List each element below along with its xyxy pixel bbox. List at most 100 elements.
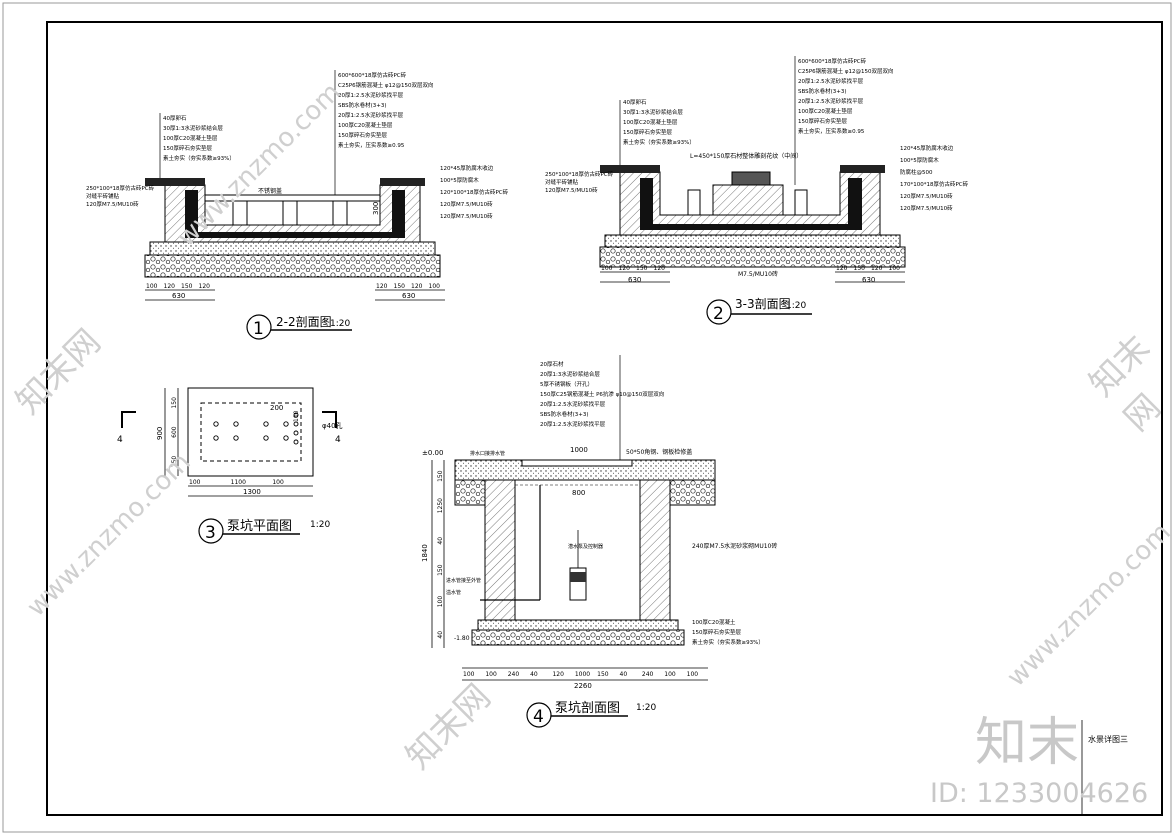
pump-icon	[569, 530, 587, 601]
section-title: 泵坑剖面图	[555, 701, 620, 716]
drain-hole	[233, 421, 239, 427]
drain-hole	[283, 421, 289, 427]
pipe-label: 溢水管	[446, 589, 461, 596]
dim-100: 100	[293, 410, 300, 422]
pump-label: 潜水泵及控制器	[568, 543, 603, 550]
dim-label: 100	[687, 671, 699, 678]
left-wall	[484, 479, 516, 621]
section-scale: 1:20	[330, 319, 350, 329]
side-right-note: 防腐柱@500	[900, 168, 933, 176]
dim-label: 150	[437, 564, 444, 576]
dim-label: 120	[871, 265, 883, 272]
side-left-note: 250*100*18厚仿古砖PC砖	[86, 184, 155, 192]
dim-label: 240	[642, 671, 654, 678]
pit-gravel	[471, 629, 685, 646]
bottom-label: M7.5/MU10砖	[738, 270, 778, 278]
left-note: 30厚1:3水泥砂浆结合层	[623, 108, 683, 116]
cut-mark-label-left: 4	[117, 435, 123, 445]
left-notes: 40厚卵石30厚1:3水泥砂浆结合层100厚C20混凝土垫层150厚碎石夯实垫层…	[623, 98, 695, 146]
dim-label: 150	[394, 283, 406, 290]
top-note: 20厚1:3水泥砂浆结合层	[540, 370, 600, 378]
dim-300: 300	[372, 202, 380, 215]
left-note: 40厚卵石	[623, 98, 647, 106]
dim-label: 240	[508, 671, 520, 678]
right-gravel	[669, 479, 716, 506]
dim-label: 150	[597, 671, 609, 678]
dim-200: 200	[270, 404, 283, 412]
dim-label: 150	[171, 456, 178, 468]
dim-label: 120	[376, 283, 388, 290]
dim-label: 1000	[575, 671, 590, 678]
right-note: 100厚C20混凝土垫层	[338, 121, 393, 129]
inner-dim: 800	[572, 489, 585, 497]
concrete-base	[149, 241, 436, 256]
dim-label: 100	[272, 479, 284, 486]
side-right-note: 100*5厚防腐木	[440, 176, 479, 184]
drain-hole	[293, 430, 299, 436]
drain-hole	[213, 421, 219, 427]
side-right-note: 170*100*18厚仿古砖PC砖	[900, 180, 969, 188]
side-left-note: 对缝平砖铺贴	[86, 192, 120, 200]
dim-label: 100	[485, 671, 497, 678]
dim-label: 120	[411, 283, 423, 290]
section-scale: 1:20	[310, 520, 330, 530]
water-level	[204, 194, 381, 202]
dim-label: 150	[854, 265, 866, 272]
side-right-note: 120厚M7.5/MU10砖	[900, 192, 953, 200]
right-note: 600*600*18厚仿古砖PC砖	[338, 71, 407, 79]
top-note: 20厚1:2.5水泥砂浆找平层	[540, 400, 606, 408]
dim-label: 100	[889, 265, 901, 272]
side-right-note: 120厚M7.5/MU10砖	[440, 200, 493, 208]
left-note: 100厚C20混凝土垫层	[163, 134, 218, 142]
section-scale: 1:20	[636, 703, 656, 713]
total-right: 630	[402, 292, 415, 300]
top-note: 150厚C25钢筋混凝土 P6抗渗 φ10@150双层双向	[540, 390, 664, 398]
bottom-note: 素土夯实（夯实系数≥93%）	[692, 638, 764, 646]
dim-label: 600	[171, 426, 178, 438]
support-posts	[232, 200, 348, 226]
right-cap	[380, 178, 425, 186]
vertical-dimensions: 150 600 150	[171, 397, 178, 467]
cut-mark-label-right: 4	[335, 435, 341, 445]
side-left-note: 120厚M7.5/MU10砖	[86, 200, 139, 208]
left-cap	[145, 178, 205, 186]
left-note: 150厚碎石夯实垫层	[163, 144, 212, 152]
pit-inner	[514, 484, 641, 621]
dim-label: 1250	[437, 498, 444, 513]
plan-outer	[187, 387, 314, 477]
right-note: 素土夯实，压实系数≥0.95	[338, 141, 405, 149]
section-title: 2-2剖面图	[276, 315, 332, 329]
cut-mark-right	[322, 411, 337, 428]
support-posts	[687, 189, 808, 216]
total-left: 630	[628, 276, 641, 284]
side-right-note: 120*45厚防腐木收边	[440, 164, 494, 172]
right-note: 600*600*18厚仿古砖PC砖	[798, 57, 867, 65]
dim-label: 150	[171, 397, 178, 409]
section-scale: 1:20	[786, 301, 806, 311]
dim-label: 40	[437, 537, 444, 545]
top-dim: 1000	[570, 446, 588, 454]
total-horizontal: 1300	[243, 488, 261, 496]
pump-pit-section: 20厚石材20厚1:3水泥砂浆结合层5厚不锈钢板（开孔）150厚C25钢筋混凝土…	[421, 355, 777, 728]
total-horizontal: 2260	[574, 682, 592, 690]
right-note: 20厚1:2.5水泥砂浆找平层	[338, 91, 404, 99]
side-left-note: 120厚M7.5/MU10砖	[545, 186, 598, 194]
dim-label: 100	[601, 265, 613, 272]
right-note: C25P6钢筋混凝土 φ12@150双层双向	[798, 67, 894, 75]
drawing-border	[46, 21, 1163, 816]
hole-note: φ40孔	[322, 422, 343, 430]
left-note: 素土夯实（夯实系数≥93%）	[163, 154, 235, 162]
left-cap	[600, 165, 660, 173]
left-label-top: 排水口接排水管	[470, 450, 505, 457]
right-note: 20厚1:2.5水泥砂浆找平层	[798, 77, 864, 85]
dim-label: 40	[530, 671, 538, 678]
drain-hole	[293, 421, 299, 427]
section-title: 泵坑平面图	[227, 519, 292, 534]
drain-hole	[263, 435, 269, 441]
right-cap	[840, 165, 885, 173]
section-number-circle	[526, 702, 552, 728]
